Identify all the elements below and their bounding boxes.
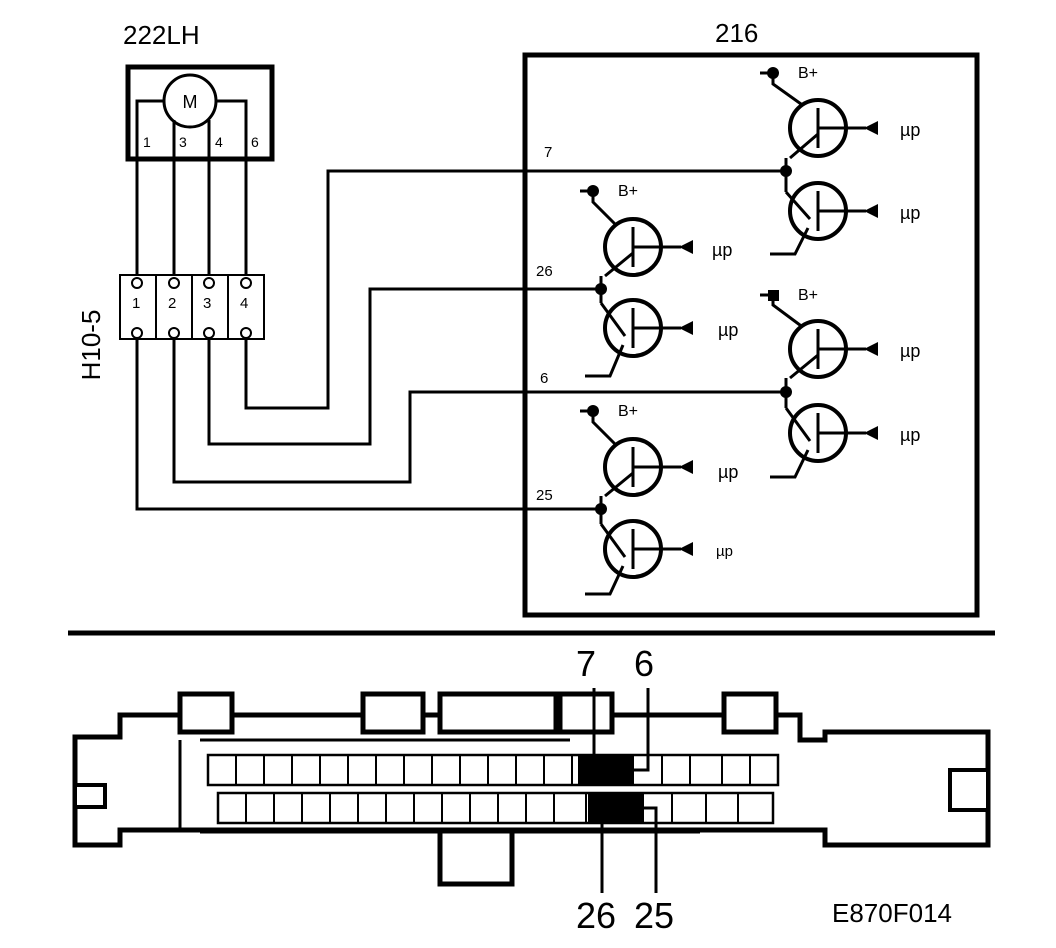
supply-label: B+ xyxy=(798,65,818,82)
ecu-pin-cavities xyxy=(235,755,751,823)
connector-pin-1: 1 xyxy=(132,295,140,312)
ecu-connector xyxy=(72,691,991,887)
module-pin-7: 7 xyxy=(544,144,552,161)
module-pin-25: 25 xyxy=(536,487,553,504)
ecu-pin-6-label: 6 xyxy=(634,643,654,684)
ecu-pins-7-6-highlight xyxy=(578,756,634,784)
motor-pin-3: 3 xyxy=(179,134,187,150)
connector-pin-4: 4 xyxy=(240,295,248,312)
module-pin-26: 26 xyxy=(536,263,553,280)
motor-pin-1: 1 xyxy=(143,134,151,150)
connector-h10-5 xyxy=(119,274,265,340)
ecu-pin-7-label: 7 xyxy=(576,643,596,684)
micro-label: µp xyxy=(900,341,920,361)
ecu-pin-26-label: 26 xyxy=(576,895,616,936)
motor-housing xyxy=(125,64,275,162)
micro-label: µp xyxy=(716,543,733,560)
module-pin-6: 6 xyxy=(540,370,548,387)
module-216 xyxy=(522,52,980,618)
motor-label: 222LH xyxy=(123,20,200,50)
input-arrows xyxy=(679,121,878,556)
figure-code: E870F014 xyxy=(832,898,952,928)
half-bridge-pin-6 xyxy=(760,290,866,479)
connector-pin-3: 3 xyxy=(203,295,211,312)
motor-symbol: M xyxy=(183,92,198,112)
connector-pin-2: 2 xyxy=(168,295,176,312)
supply-label: B+ xyxy=(618,183,638,200)
half-bridge-pin-25 xyxy=(580,405,681,596)
micro-label: µp xyxy=(900,425,920,445)
motor-pin-4: 4 xyxy=(215,134,223,150)
ecu-pin-25-leader xyxy=(642,806,658,893)
motor-pin-6: 6 xyxy=(251,134,259,150)
micro-label: µp xyxy=(718,462,738,482)
ecu-pin-25-label: 25 xyxy=(634,895,674,936)
connector-label: H10-5 xyxy=(76,310,106,381)
ecu-pin-6-leader xyxy=(632,688,650,772)
half-bridge-pin-7 xyxy=(760,67,866,256)
micro-label: µp xyxy=(718,320,738,340)
supply-label: B+ xyxy=(618,403,638,420)
micro-label: µp xyxy=(900,203,920,223)
micro-label: µp xyxy=(900,120,920,140)
supply-label: B+ xyxy=(798,287,818,304)
module-label: 216 xyxy=(715,18,758,48)
half-bridge-pin-26 xyxy=(580,185,681,378)
wires xyxy=(135,169,786,511)
ecu-pins-26-25-highlight xyxy=(588,794,644,822)
micro-label: µp xyxy=(712,240,732,260)
